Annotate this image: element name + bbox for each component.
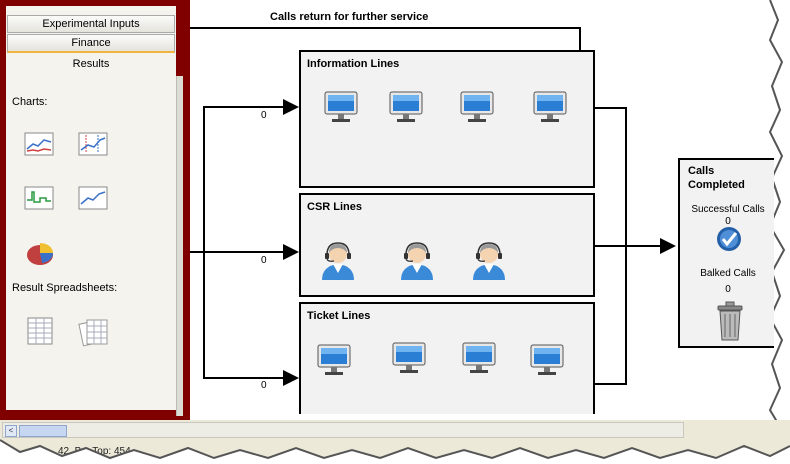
ticket-lines-box[interactable]: Ticket Lines	[299, 302, 595, 414]
status-text: 42, B... Top: 454	[58, 446, 131, 457]
results-panel-frame: Experimental Inputs Finance Results Char…	[0, 0, 190, 420]
multi-spreadsheet-icon[interactable]	[78, 316, 114, 348]
horizontal-scrollbar[interactable]: <	[2, 422, 684, 438]
calls-completed-title-line1: Calls	[688, 165, 715, 177]
csr-lines-count: 0	[261, 255, 267, 266]
information-lines-title: Information Lines	[307, 58, 400, 70]
line-chart-icon[interactable]	[24, 132, 54, 156]
panel-scrollbar[interactable]	[176, 76, 183, 416]
charts-label: Charts:	[12, 96, 48, 108]
balked-calls-value: 0	[725, 284, 731, 295]
balked-calls-label: Balked Calls	[700, 268, 756, 279]
calls-completed-box[interactable]: Calls Completed Successful Calls 0 Balke…	[678, 158, 774, 348]
successful-calls-value: 0	[725, 216, 731, 227]
csr-lines-box[interactable]: CSR Lines	[299, 193, 595, 297]
tab-experimental-inputs[interactable]: Experimental Inputs	[7, 15, 175, 33]
info-lines-count: 0	[261, 110, 267, 121]
ticket-lines-title: Ticket Lines	[307, 310, 371, 322]
pie-chart-icon[interactable]	[24, 239, 56, 267]
horizontal-scroll-thumb[interactable]	[19, 425, 67, 437]
successful-calls-label: Successful Calls	[691, 204, 765, 215]
return-flow-label: Calls return for further service	[270, 11, 429, 23]
line-chart-icon[interactable]	[78, 186, 108, 210]
tab-finance[interactable]: Finance	[7, 34, 175, 53]
calls-completed-title: Calls Completed	[688, 164, 745, 192]
results-panel: Experimental Inputs Finance Results Char…	[6, 6, 183, 416]
result-spreadsheets-label: Result Spreadsheets:	[12, 282, 118, 294]
trash-bin-icon	[717, 301, 743, 341]
results-header[interactable]: Results	[72, 58, 110, 70]
information-lines-box[interactable]: Information Lines	[299, 50, 595, 188]
csr-lines-title: CSR Lines	[307, 201, 363, 213]
checkmark-icon	[717, 227, 741, 251]
calls-completed-title-line2: Completed	[688, 179, 745, 191]
scatter-chart-icon[interactable]	[78, 132, 108, 156]
ticket-lines-count: 0	[261, 380, 267, 391]
scroll-left-arrow-icon[interactable]: <	[5, 425, 17, 437]
step-chart-icon[interactable]	[24, 186, 54, 210]
spreadsheet-icon[interactable]	[26, 316, 54, 346]
